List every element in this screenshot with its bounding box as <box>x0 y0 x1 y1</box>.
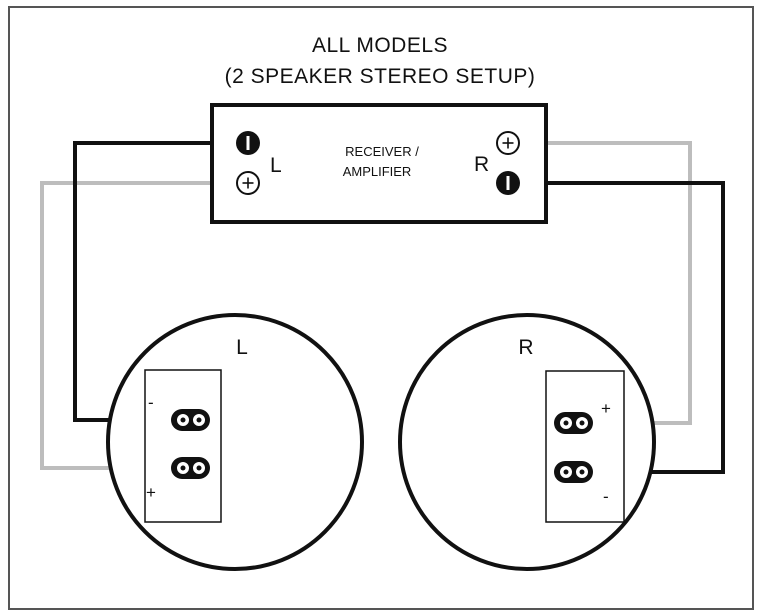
receiver-left-positive-terminal <box>236 171 260 195</box>
left-speaker-positive-label: + <box>146 483 156 502</box>
right-speaker-positive-label: + <box>601 399 611 418</box>
right-speaker-terminal-plate <box>545 370 625 523</box>
left-speaker-positive-binding-post <box>171 457 210 479</box>
right-speaker-negative-binding-post <box>554 461 593 483</box>
diagram-title-line2: (2 SPEAKER STEREO SETUP) <box>225 65 536 88</box>
left-speaker-label: L <box>236 336 248 359</box>
left-speaker-negative-binding-post <box>171 409 210 431</box>
receiver-left-channel-label: L <box>270 154 282 177</box>
receiver-label-line1: RECEIVER / <box>345 144 419 159</box>
diagram-title-line1: ALL MODELS <box>312 34 448 57</box>
left-speaker-negative-label: - <box>148 393 154 412</box>
right-speaker-negative-label: - <box>603 487 609 506</box>
receiver-label-line2: AMPLIFIER <box>343 164 412 179</box>
left-speaker-terminal-plate <box>144 369 222 523</box>
receiver-right-negative-terminal <box>496 171 520 195</box>
receiver-right-positive-terminal <box>496 131 520 155</box>
receiver-left-negative-terminal <box>236 131 260 155</box>
receiver-box <box>210 103 548 224</box>
diagram-border <box>8 6 754 610</box>
right-speaker-label: R <box>518 336 533 359</box>
right-speaker-positive-binding-post <box>554 412 593 434</box>
receiver-right-channel-label: R <box>474 153 489 176</box>
